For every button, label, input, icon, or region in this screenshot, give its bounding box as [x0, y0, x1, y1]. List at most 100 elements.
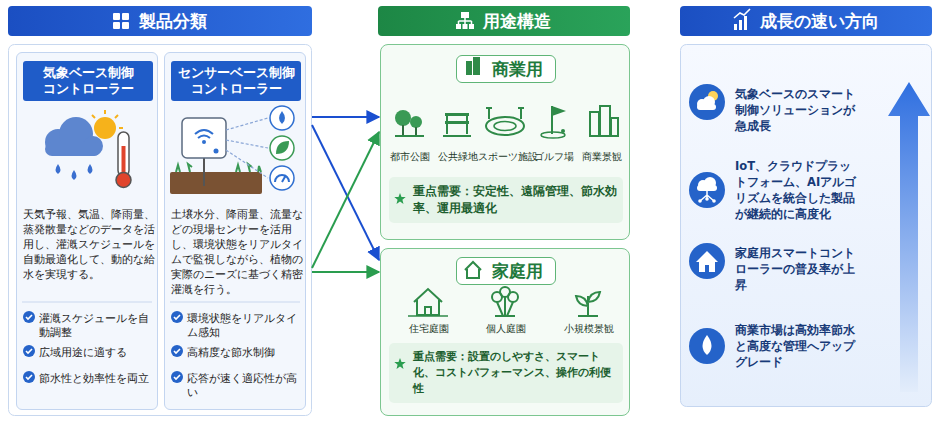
use-case-label: 住宅庭園	[399, 323, 459, 335]
cloud-glyph	[697, 99, 707, 109]
grass	[176, 164, 261, 172]
sun-icon	[94, 117, 116, 139]
tree-icon	[395, 110, 411, 126]
use-case-label: ゴルフ場	[526, 151, 582, 163]
cloud-glyph	[697, 104, 716, 110]
chart-icon	[744, 16, 747, 30]
drop-glyph	[703, 335, 712, 355]
wifi-icon	[195, 130, 213, 138]
sensor-badge	[270, 106, 294, 130]
flower-icon	[508, 292, 518, 302]
stadium-icon	[486, 108, 524, 119]
use-case-label: 小規模景観	[559, 323, 619, 335]
trend-icon-circle	[689, 172, 725, 208]
trend-item: 商業市場は高効率節水と高度な管理へアップグレード	[735, 322, 863, 370]
gauge-glyph	[275, 175, 289, 182]
network-glyph	[698, 199, 702, 203]
cloud-icon	[59, 117, 93, 151]
flower-icon	[492, 292, 502, 302]
column-header: 成長の速い方向	[680, 6, 932, 36]
check-mark	[26, 315, 180, 379]
chart-icon	[739, 20, 742, 30]
use-case-title: 商業用	[456, 55, 556, 83]
sensor-badge	[270, 166, 294, 190]
sun-glyph	[708, 91, 718, 101]
sitemap-icon	[463, 24, 468, 29]
feature-item: 節水性と効率性を両立	[39, 371, 157, 385]
golf-icon	[561, 129, 565, 133]
check-icon	[23, 371, 35, 383]
cloud-icon	[83, 136, 103, 156]
stadium-icon	[494, 122, 516, 131]
tree-icon	[415, 127, 417, 136]
grid-icon	[113, 13, 120, 20]
plant-icon	[576, 292, 600, 316]
sensor-badge	[270, 136, 294, 160]
trend-icon-circle	[689, 328, 725, 364]
feature-item: 広域用途に適する	[39, 345, 157, 359]
check-icon	[23, 311, 35, 323]
use-case-label: 公共緑地	[430, 151, 486, 163]
trend-icon-circle	[689, 243, 725, 279]
flower-icon	[495, 297, 515, 316]
column-header: 製品分類	[8, 6, 312, 36]
use-case-title: 家庭用	[456, 257, 556, 285]
buildings-icon	[611, 118, 618, 136]
use-case-label: スポーツ施設	[478, 151, 534, 163]
rain-drop	[72, 170, 77, 180]
network-glyph	[712, 199, 716, 203]
use-case-box: 家庭用住宅庭園個人庭園小規模景観重点需要：設置のしやすさ、スマート化、コストパフ…	[380, 248, 630, 416]
fence-icon	[408, 315, 448, 317]
star-icon	[394, 358, 405, 369]
leaf-glyph	[276, 141, 289, 154]
rain-drop	[88, 164, 93, 174]
check-icon	[23, 345, 35, 357]
drop-glyph	[279, 111, 285, 124]
bench-icon	[445, 121, 469, 124]
feature-item: 灌漑スケジュールを自動調整	[39, 311, 157, 339]
building-icon	[466, 61, 472, 75]
chart-icon	[734, 9, 750, 18]
panel-frame	[681, 45, 932, 407]
grid-icon	[113, 22, 120, 29]
trend-icon-circle	[689, 84, 725, 120]
key-needs-note: 重点需要：安定性、遠隔管理、節水効率、運用最適化	[389, 177, 623, 223]
card-title: 気象ベース制御 コントローラー	[23, 61, 153, 101]
growth-arrow	[888, 82, 930, 392]
bench-icon	[443, 116, 471, 136]
trend-item: IoT、クラウドプラットフォーム、AIアルゴリズムを統合した製品が継続的に高度化	[735, 158, 863, 222]
panel-frame	[9, 45, 312, 416]
cloud-glyph	[703, 96, 715, 108]
use-case-label: 商業景観	[574, 151, 630, 163]
category-column: 製品分類気象ベース制御 コントローラー天気予報、気温、降雨量、蒸発散量などのデー…	[8, 6, 312, 416]
thermometer-icon	[116, 173, 131, 188]
thermometer-icon	[118, 132, 129, 176]
sun-ray	[92, 115, 95, 118]
flower-icon	[500, 287, 510, 297]
cloud-icon	[45, 129, 71, 155]
separator	[170, 302, 300, 303]
rain-drop	[56, 164, 61, 174]
sun-ray	[119, 127, 123, 129]
ground-line	[395, 135, 424, 137]
sitemap-icon	[461, 12, 469, 18]
buildings-icon	[590, 112, 599, 136]
network-glyph	[700, 191, 714, 201]
flow-arrow	[312, 132, 379, 268]
house-glyph	[699, 261, 715, 272]
product-card: 気象ベース制御 コントローラー天気予報、気温、降雨量、蒸発散量などのデータを活用…	[16, 52, 158, 410]
sensor-link	[226, 118, 268, 178]
buildings-icon	[600, 106, 610, 136]
flow-arrow	[312, 271, 379, 273]
feature-item: 環境状態をリアルタイム感知	[187, 311, 305, 339]
golf-icon	[541, 132, 565, 138]
house-icon	[465, 262, 481, 278]
building-icon	[473, 57, 480, 75]
trend-column: 成長の速い方向気象ベースのスマート制御ソリューションが急成長IoT、クラウドプラ…	[680, 6, 932, 406]
grid-icon	[122, 13, 129, 20]
trend-item: 家庭用スマートコントローラーの普及率が上昇	[735, 245, 863, 293]
sitemap-icon	[459, 18, 472, 24]
sun-icon	[92, 110, 123, 128]
house-garden-icon	[414, 289, 442, 315]
thermometer-icon	[122, 146, 126, 176]
